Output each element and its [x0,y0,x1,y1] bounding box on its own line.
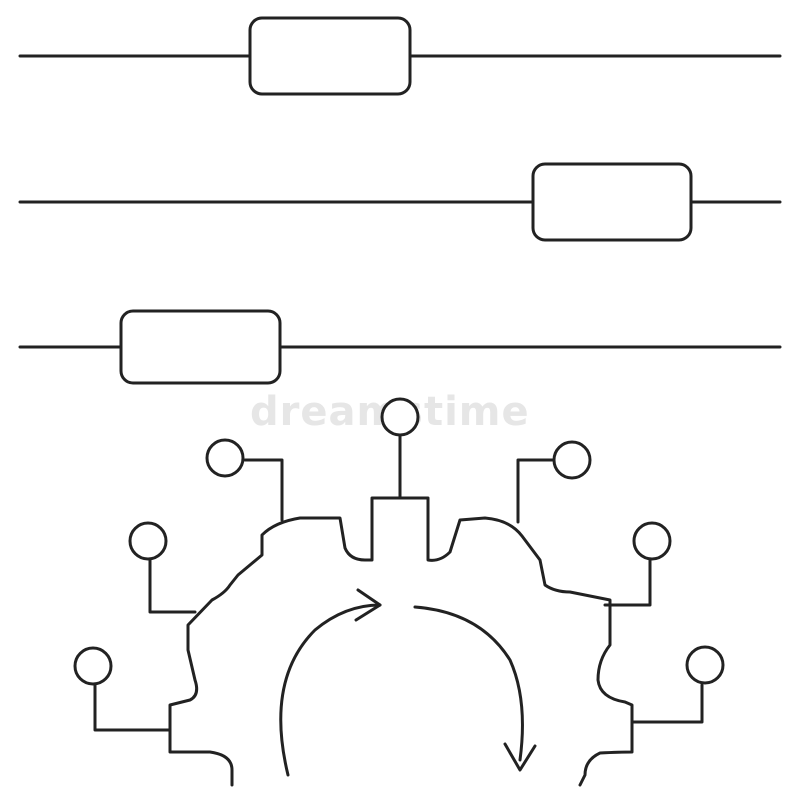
node-circle [552,440,592,480]
rotation-arrow-left [279,603,382,777]
connector-node-4 [380,397,420,500]
node-circle [685,645,725,685]
connector-node-7 [630,645,725,724]
rotation-arrow-right-head [503,742,537,772]
slider-2[interactable] [18,162,782,242]
slider-1-handle[interactable] [248,16,412,96]
gear-outline [168,496,634,787]
connector-node-2 [128,521,197,614]
slider-3-handle[interactable] [119,309,282,385]
node-circle [128,521,168,561]
node-circle [632,521,672,561]
rotation-arrow-left-head [354,588,382,622]
connector-node-3 [205,438,284,522]
node-circle [380,397,420,437]
connector-node-6 [603,521,672,607]
rotation-arrow-right [413,605,524,762]
connector-node-5 [516,440,592,524]
slider-2-handle[interactable] [531,162,693,242]
node-circle [205,438,245,478]
node-circle [73,646,113,686]
slider-1[interactable] [18,16,782,96]
slider-3[interactable] [18,309,782,385]
connector-node-1 [73,646,172,732]
